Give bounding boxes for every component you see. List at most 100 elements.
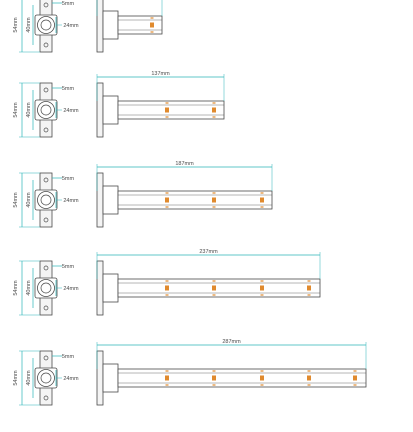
mounting-hole-top bbox=[43, 265, 49, 271]
inner-dimension-label: 40mm bbox=[26, 280, 32, 296]
arm-bar bbox=[117, 100, 225, 120]
top-dimension-label: 5mm bbox=[62, 1, 75, 7]
bore-dimension-label: 24mm bbox=[63, 198, 79, 204]
arm-hole-2 bbox=[212, 285, 216, 291]
arm-hole-mark-top-1 bbox=[150, 17, 154, 19]
arm-hole-mark-bottom-3 bbox=[260, 206, 264, 208]
arm-hole-1 bbox=[165, 107, 169, 113]
bore-outer-circle bbox=[37, 369, 55, 387]
height-dimension-label: 54mm bbox=[13, 192, 19, 208]
mounting-hole-bottom bbox=[43, 127, 49, 133]
arm-hole-mark-top-5 bbox=[353, 370, 357, 372]
height-dimension-label: 54mm bbox=[13, 370, 19, 386]
arm-hole-mark-top-1 bbox=[165, 370, 169, 372]
top-dimension-label: 5mm bbox=[62, 86, 75, 92]
arm-hole-4 bbox=[307, 285, 311, 291]
arm-hole-3 bbox=[260, 375, 264, 381]
arm-hole-mark-bottom-2 bbox=[212, 294, 216, 296]
arm-hole-mark-top-1 bbox=[165, 102, 169, 104]
side-hub bbox=[102, 273, 119, 303]
bore-outer-circle bbox=[37, 16, 55, 34]
inner-dimension-label: 40mm bbox=[26, 17, 32, 33]
mounting-hole-bottom bbox=[43, 217, 49, 223]
top-dimension-label: 5mm bbox=[62, 264, 75, 270]
mounting-hole-bottom bbox=[43, 395, 49, 401]
height-dimension-label: 54mm bbox=[13, 102, 19, 118]
side-flange bbox=[96, 0, 104, 53]
arm-hole-2 bbox=[212, 197, 216, 203]
side-flange bbox=[96, 172, 104, 228]
arm-hole-1 bbox=[165, 285, 169, 291]
arm-hole-mark-bottom-3 bbox=[260, 294, 264, 296]
bracket-row-2: 54mm 40mm 5mm 24mm 137mm bbox=[13, 71, 225, 138]
side-hub bbox=[102, 185, 119, 215]
bracket-row-1: 54mm40mm5mm24mm72mm bbox=[13, 0, 163, 53]
arm-hole-mark-bottom-5 bbox=[353, 384, 357, 386]
mounting-hole-bottom bbox=[43, 42, 49, 48]
side-hub bbox=[102, 363, 119, 393]
arm-bar bbox=[117, 278, 321, 298]
top-dimension-label: 5mm bbox=[62, 354, 75, 360]
arm-hole-mark-top-1 bbox=[165, 192, 169, 194]
mounting-hole-top bbox=[43, 355, 49, 361]
side-flange bbox=[96, 260, 104, 316]
bore-dimension-label: 24mm bbox=[63, 286, 79, 292]
arm-hole-mark-bottom-4 bbox=[307, 384, 311, 386]
bore-dimension-label: 24mm bbox=[63, 23, 79, 29]
arm-hole-mark-top-3 bbox=[260, 370, 264, 372]
arm-bar bbox=[117, 368, 367, 388]
arm-hole-mark-top-3 bbox=[260, 280, 264, 282]
bore-inner-circle bbox=[40, 372, 52, 384]
bore-dimension-label: 24mm bbox=[63, 376, 79, 382]
height-dimension-label: 54mm bbox=[13, 17, 19, 33]
bore-outer-circle bbox=[37, 279, 55, 297]
arm-hole-4 bbox=[307, 375, 311, 381]
arm-hole-mark-top-2 bbox=[212, 102, 216, 104]
arm-hole-2 bbox=[212, 375, 216, 381]
arm-hole-mark-bottom-2 bbox=[212, 116, 216, 118]
inner-dimension-label: 40mm bbox=[26, 102, 32, 118]
arm-hole-1 bbox=[165, 197, 169, 203]
arm-hole-mark-bottom-1 bbox=[165, 116, 169, 118]
inner-dimension-label: 40mm bbox=[26, 192, 32, 208]
arm-hole-mark-bottom-1 bbox=[165, 384, 169, 386]
arm-hole-mark-bottom-2 bbox=[212, 206, 216, 208]
length-dimension-label: 187mm bbox=[175, 161, 194, 167]
mounting-hole-top bbox=[43, 2, 49, 8]
bore-outer-circle bbox=[37, 191, 55, 209]
side-hub bbox=[102, 10, 119, 40]
arm-bar bbox=[117, 190, 273, 210]
mounting-hole-top bbox=[43, 87, 49, 93]
arm-hole-5 bbox=[353, 375, 357, 381]
arm-hole-mark-bottom-1 bbox=[165, 206, 169, 208]
arm-hole-mark-top-3 bbox=[260, 192, 264, 194]
arm-hole-3 bbox=[260, 285, 264, 291]
bore-inner-circle bbox=[40, 282, 52, 294]
side-flange bbox=[96, 350, 104, 406]
length-dimension-label: 287mm bbox=[222, 339, 241, 345]
arm-bar bbox=[117, 15, 163, 35]
bore-inner-circle bbox=[40, 194, 52, 206]
arm-hole-mark-bottom-1 bbox=[165, 294, 169, 296]
mounting-hole-top bbox=[43, 177, 49, 183]
arm-hole-mark-top-2 bbox=[212, 192, 216, 194]
bore-inner-circle bbox=[40, 104, 52, 116]
arm-hole-2 bbox=[212, 107, 216, 113]
arm-hole-mark-bottom-3 bbox=[260, 384, 264, 386]
arm-hole-mark-top-2 bbox=[212, 370, 216, 372]
bore-dimension-label: 24mm bbox=[63, 108, 79, 114]
mounting-hole-bottom bbox=[43, 305, 49, 311]
arm-hole-3 bbox=[260, 197, 264, 203]
side-flange bbox=[96, 82, 104, 138]
arm-hole-1 bbox=[150, 22, 154, 28]
arm-hole-mark-top-2 bbox=[212, 280, 216, 282]
inner-dimension-label: 40mm bbox=[26, 370, 32, 386]
bracket-row-5: 54mm 40mm 5mm 24mm 287mm bbox=[13, 339, 367, 406]
side-hub bbox=[102, 95, 119, 125]
length-dimension-label: 137mm bbox=[151, 71, 170, 77]
height-dimension-label: 54mm bbox=[13, 280, 19, 296]
arm-hole-mark-bottom-4 bbox=[307, 294, 311, 296]
